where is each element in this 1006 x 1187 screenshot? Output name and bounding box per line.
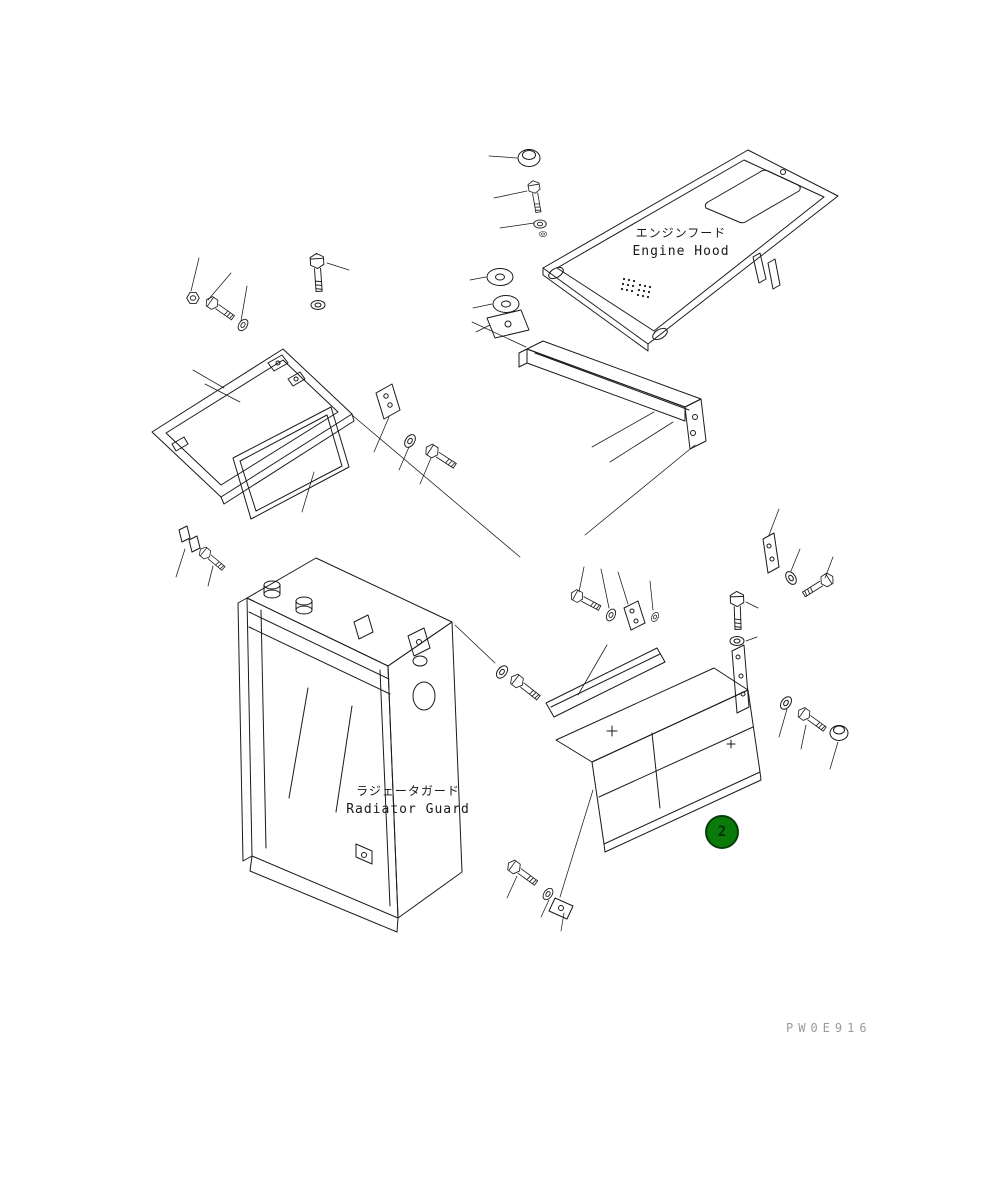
engine-hood-label: エンジンフード Engine Hood — [601, 224, 761, 259]
bracket-outline — [375, 383, 401, 420]
washer-icon — [310, 300, 326, 310]
gasket-seal — [232, 406, 350, 520]
washer-icon — [777, 694, 795, 712]
washer-icon — [401, 432, 419, 450]
cap-icon — [517, 149, 541, 167]
washer-icon — [538, 231, 548, 237]
hood-vent-dots — [620, 277, 652, 299]
watermark-text: PW0E916 — [786, 1021, 872, 1035]
bolt-icon — [507, 671, 543, 703]
washer-icon — [604, 607, 618, 623]
washer-icon — [782, 569, 800, 587]
engine-hood-group — [542, 149, 839, 352]
cap-icon — [829, 725, 849, 741]
engine-hood-label-en: Engine Hood — [632, 244, 730, 259]
washer-icon — [540, 886, 556, 902]
washer-icon — [649, 610, 661, 624]
bolt-icon — [729, 590, 746, 631]
radiator-guard-label: ラジェータガード Radiator Guard — [323, 782, 493, 817]
left-side-panel-group — [151, 252, 459, 505]
right-side-panel-group — [545, 532, 849, 853]
washer-icon — [533, 219, 547, 229]
grommet-icon — [492, 295, 520, 313]
bolt-icon — [203, 294, 237, 323]
nut-icon — [186, 292, 200, 304]
clip-plate — [548, 897, 574, 920]
leader-lines — [175, 155, 839, 932]
hood-support-channel — [518, 340, 707, 450]
grommet-icon — [486, 268, 514, 286]
washer-icon — [493, 663, 511, 681]
engine-hood-label-jp: エンジンフード — [635, 226, 727, 240]
center-fasteners — [493, 663, 543, 703]
seal-strip — [545, 647, 666, 718]
bolt-icon — [422, 441, 459, 472]
washer-icon — [729, 636, 745, 646]
radiator-guard-label-jp: ラジェータガード — [356, 784, 460, 798]
bracket-outline — [623, 600, 646, 631]
lower-left-fasteners — [178, 525, 228, 573]
bolt-icon — [196, 544, 228, 573]
bolt-icon — [795, 705, 829, 734]
bolt-icon — [309, 252, 327, 293]
bottom-center-fasteners — [504, 857, 574, 920]
bolt-icon — [504, 857, 540, 889]
radiator-guard-label-en: Radiator Guard — [346, 802, 470, 817]
mount-plate — [486, 309, 530, 339]
hinge-plate — [731, 644, 750, 714]
bolt-icon — [526, 179, 545, 214]
hood-fasteners-group — [486, 149, 548, 339]
callout-badge-2[interactable]: 2 — [705, 815, 739, 849]
bolt-icon — [568, 587, 603, 614]
radiator-guard-group — [237, 557, 463, 933]
bolt-icon — [800, 570, 837, 600]
washer-icon — [235, 317, 251, 333]
mount-plate — [762, 532, 780, 574]
